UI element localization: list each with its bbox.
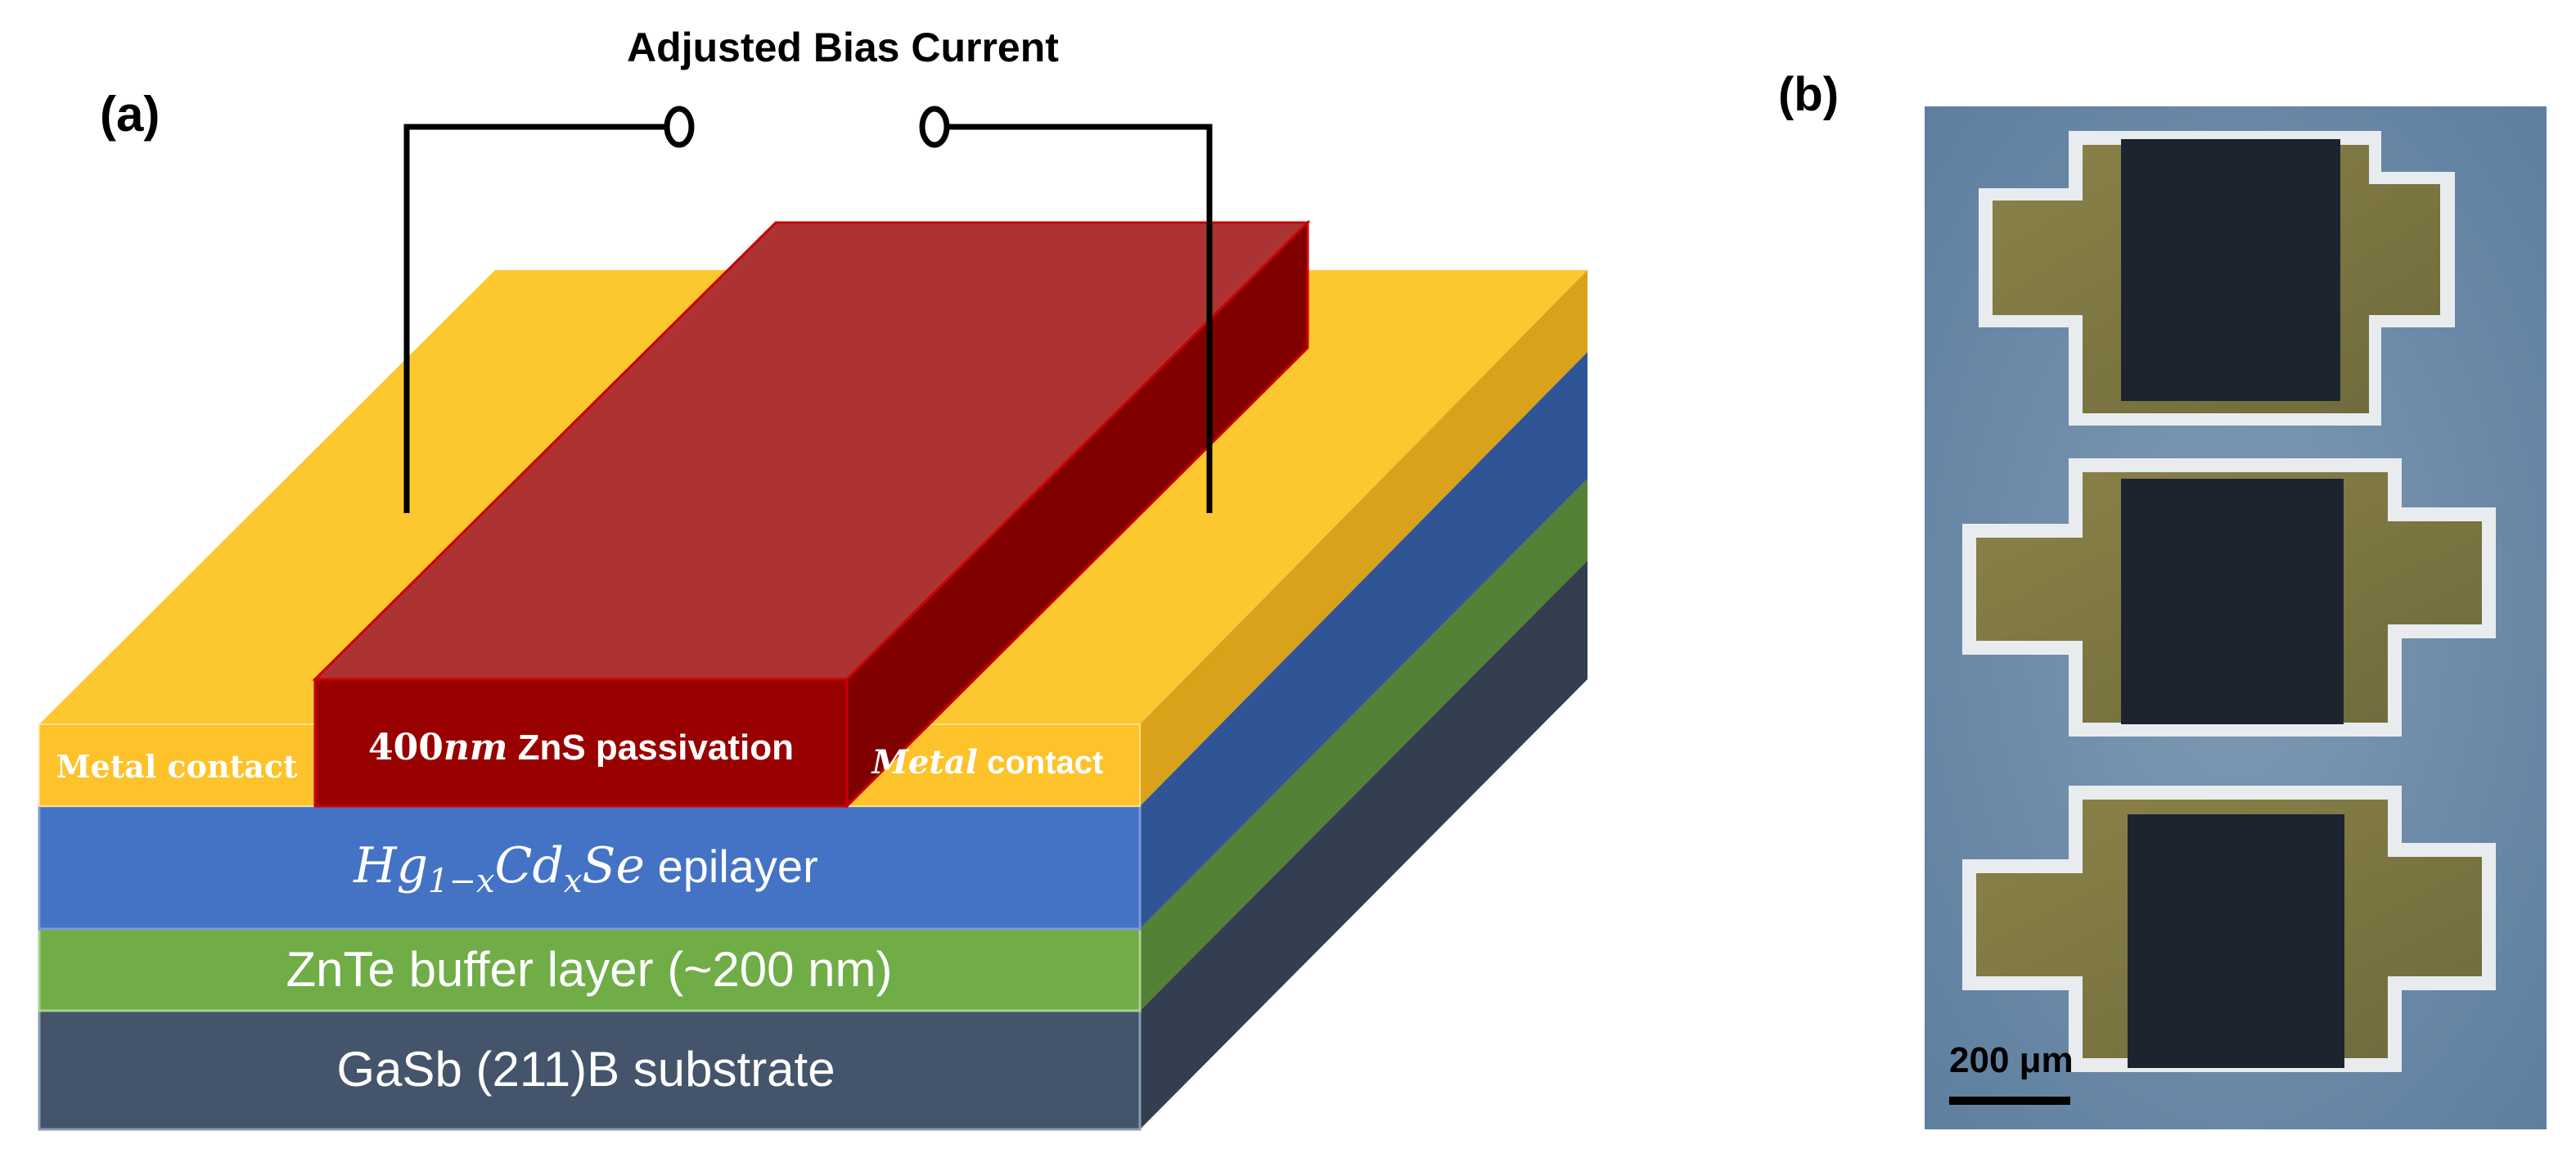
device-1-mesa (2121, 139, 2340, 401)
passivation-unit: nm (444, 727, 508, 768)
panel-b: (b) 200 μm (1778, 68, 2547, 1129)
device-3-mesa (2128, 814, 2344, 1068)
right-wire (941, 124, 1213, 513)
substrate-side-face (1140, 561, 1587, 1129)
left-wire (403, 124, 664, 513)
device-2-mesa (2121, 479, 2344, 724)
left-contact-front-face (38, 723, 316, 807)
passivation-front-face (313, 678, 849, 808)
panel-a-label: (a) (100, 87, 160, 142)
right-terminal (919, 106, 950, 148)
buffer-label: ZnTe buffer layer (~200 nm) (286, 942, 893, 997)
epilayer-side-face (1140, 352, 1587, 929)
scale-bar (1949, 1097, 2070, 1105)
micrograph: 200 μm (1925, 106, 2547, 1129)
right-contact-text: contact (978, 745, 1103, 781)
epilayer-se: Se (582, 837, 645, 894)
left-metal-contact (38, 270, 765, 807)
substrate-layer (38, 561, 1587, 1131)
epilayer-label: Hg1−xCdxSe epilayer (353, 837, 817, 900)
epilayer-hg: Hg (353, 837, 428, 894)
substrate-front-face (38, 1009, 1142, 1131)
epilayer-sub1: 1−x (428, 863, 495, 900)
epilayer (38, 352, 1587, 930)
epilayer-sub2: x (564, 863, 583, 900)
right-contact-label: Metal contact (871, 743, 1104, 782)
passivation-thickness: 400 (368, 727, 444, 768)
epilayer-text: epilayer (645, 840, 818, 892)
bias-circuit (403, 106, 1213, 513)
passivation-label: 400nm ZnS passivation (368, 727, 794, 768)
buffer-side-face (1140, 479, 1587, 1011)
right-contact-italic: Metal (871, 743, 978, 782)
bias-current-title: Adjusted Bias Current (627, 25, 1059, 70)
device-1 (1979, 131, 2455, 426)
substrate-label: GaSb (211)B substrate (336, 1042, 835, 1097)
panel-a: (a) Adjusted Bias Current Metal contact … (38, 25, 1587, 1131)
left-contact-top-face (39, 270, 765, 724)
right-contact-side-face (1140, 270, 1587, 806)
left-terminal (664, 106, 695, 148)
epilayer-front-face (38, 804, 1142, 930)
device-2 (1962, 458, 2496, 737)
device-3 (1962, 786, 2496, 1072)
passivation-text: ZnS passivation (507, 728, 794, 768)
scale-bar-label: 200 μm (1949, 1040, 2074, 1080)
zns-passivation (312, 219, 1311, 809)
panel-b-label: (b) (1778, 68, 1839, 121)
epilayer-cd: Cd (495, 837, 564, 894)
left-contact-label: Metal contact (56, 748, 298, 785)
